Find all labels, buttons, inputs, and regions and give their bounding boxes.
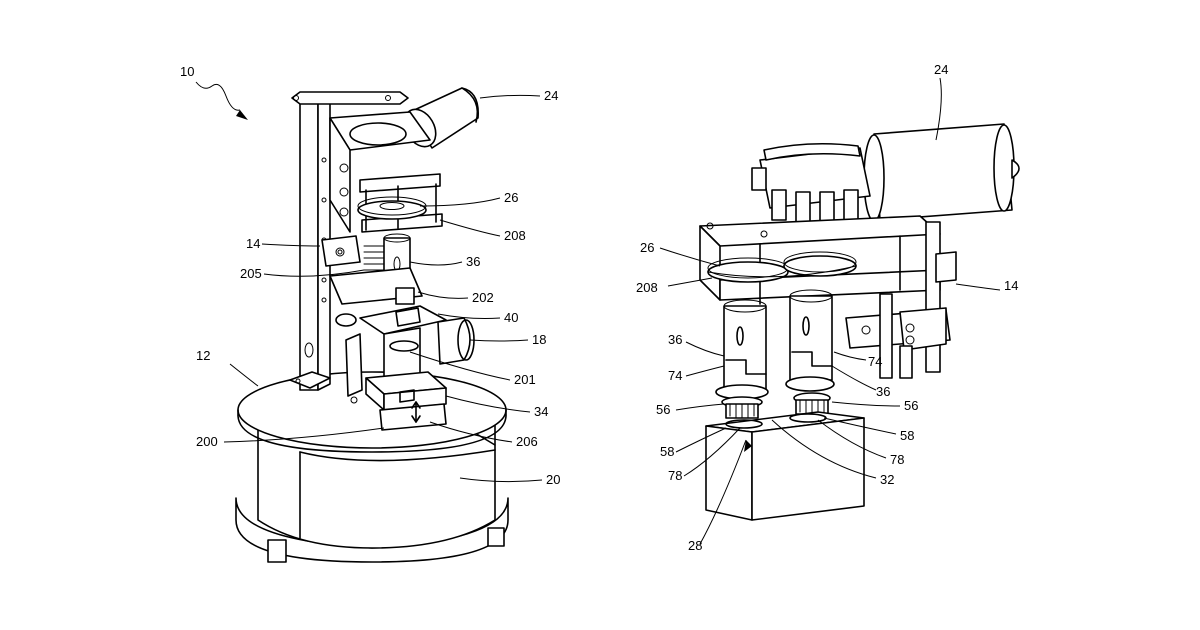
ref-36-right-b: 36 — [876, 384, 890, 399]
ref-14-right: 14 — [1004, 278, 1018, 293]
ref-56-right-a: 56 — [656, 402, 670, 417]
ref-32: 32 — [880, 472, 894, 487]
ref-24-left: 24 — [544, 88, 558, 103]
ref-58-right-a: 58 — [660, 444, 674, 459]
ref-12: 12 — [196, 348, 210, 363]
ref-28: 28 — [688, 538, 702, 553]
ref-208-right: 208 — [636, 280, 658, 295]
ref-24-right: 24 — [934, 62, 948, 77]
ref-205: 205 — [240, 266, 262, 281]
ref-201: 201 — [514, 372, 536, 387]
ref-74-right-b: 74 — [868, 354, 882, 369]
ref-34: 34 — [534, 404, 548, 419]
ref-14-left: 14 — [246, 236, 260, 251]
ref-26-left: 26 — [504, 190, 518, 205]
ref-36-right-a: 36 — [668, 332, 682, 347]
spindle-left-right — [716, 300, 768, 418]
ref-74-right-a: 74 — [668, 368, 682, 383]
left-assembly — [196, 82, 542, 562]
gearbox-right — [752, 144, 870, 222]
ref-58-right-b: 58 — [900, 428, 914, 443]
spindle-right-right — [786, 290, 834, 414]
block-14-right — [846, 222, 956, 378]
ref-206: 206 — [516, 434, 538, 449]
ref-40: 40 — [504, 310, 518, 325]
ref-208-left: 208 — [504, 228, 526, 243]
right-assembly — [660, 78, 1019, 544]
ref-78-right-b: 78 — [890, 452, 904, 467]
ref-20: 20 — [546, 472, 560, 487]
ref-56-right-b: 56 — [904, 398, 918, 413]
motor-24-right — [864, 124, 1019, 221]
ref-78-right-a: 78 — [668, 468, 682, 483]
ref-202: 202 — [472, 290, 494, 305]
block-14 — [322, 236, 360, 266]
ref-36-left: 36 — [466, 254, 480, 269]
ref-26-right: 26 — [640, 240, 654, 255]
leader-10-arrow — [236, 110, 248, 120]
ref-18: 18 — [532, 332, 546, 347]
leader-10 — [196, 82, 240, 110]
ref-200: 200 — [196, 434, 218, 449]
ref-10: 10 — [180, 64, 194, 79]
